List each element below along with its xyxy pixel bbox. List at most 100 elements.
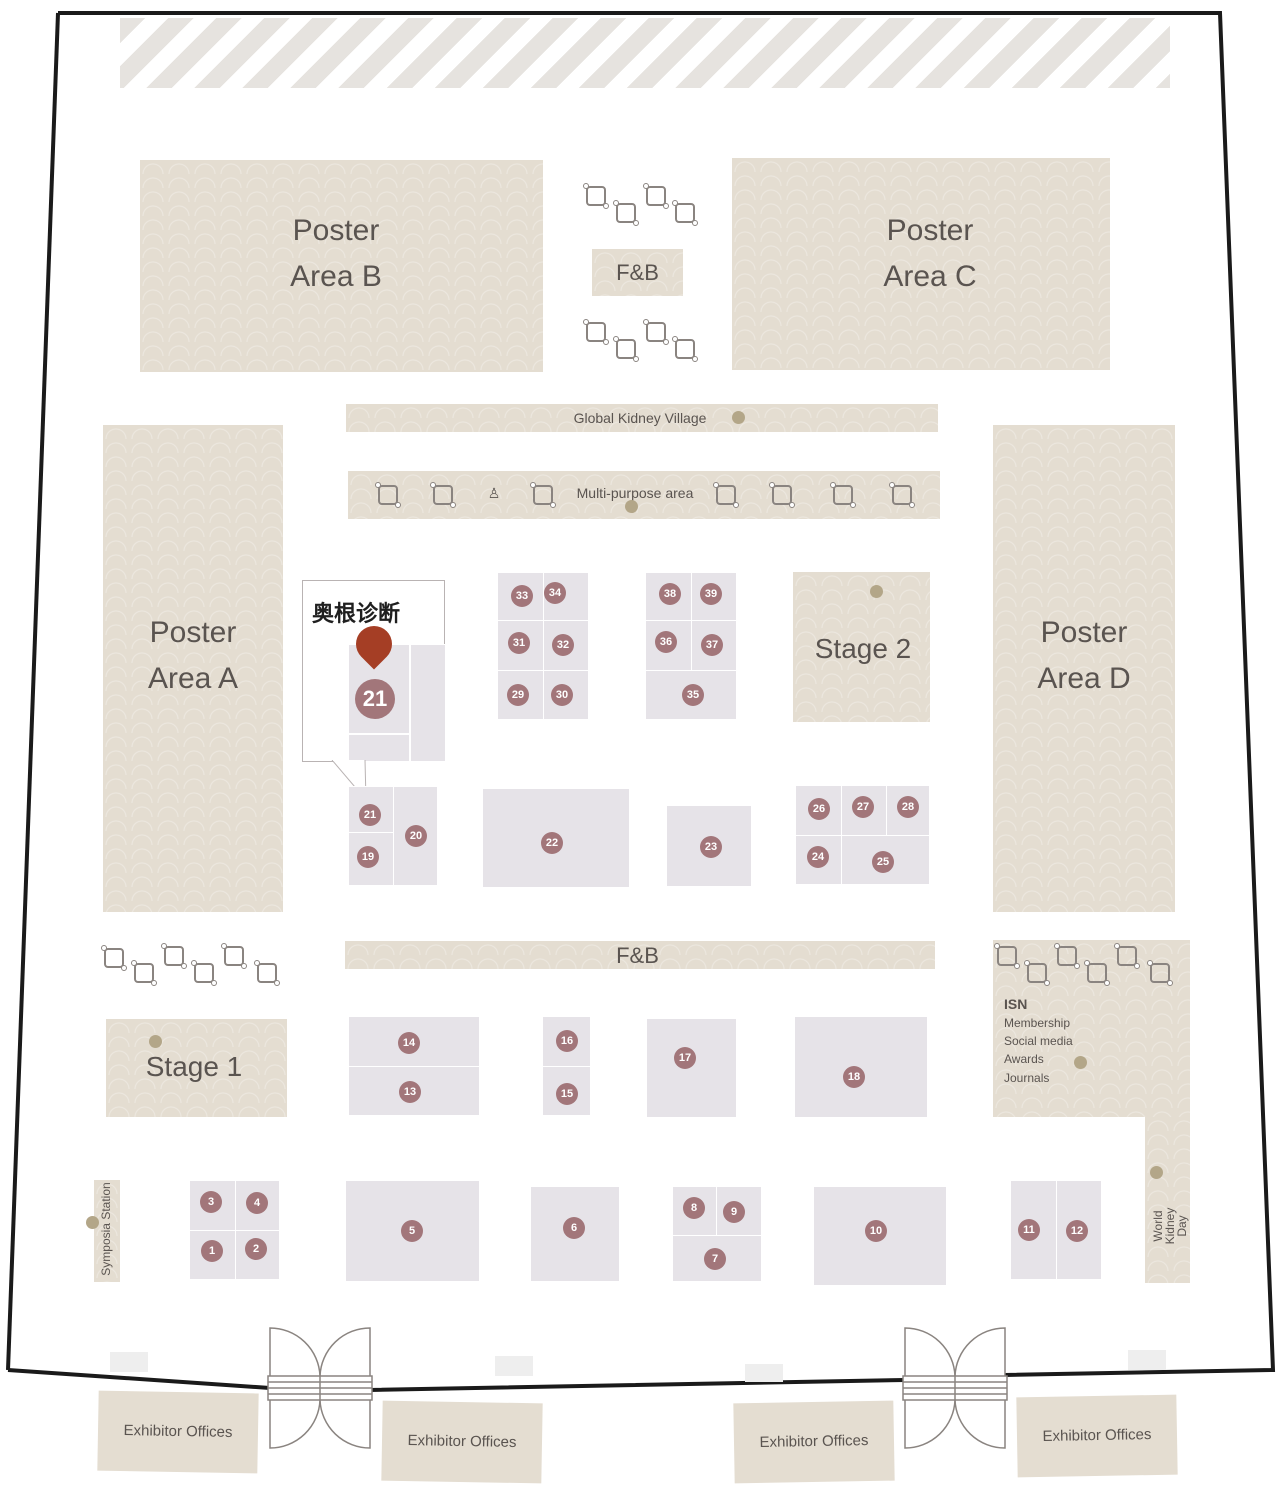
booth-number-2: 2 <box>245 1238 267 1260</box>
booth-number-22: 22 <box>541 832 563 854</box>
symposia-station-label: Symposia Station <box>99 1182 113 1276</box>
exhibitor-office-1[interactable]: Exhibitor Offices <box>97 1390 259 1474</box>
table-icon <box>221 943 247 969</box>
table-icon <box>672 200 698 226</box>
booth-number-34: 34 <box>544 582 566 604</box>
callout-booth-20 <box>410 644 446 762</box>
table-icon <box>643 183 669 209</box>
location-dot <box>1074 1056 1087 1069</box>
poster-area-a[interactable] <box>103 425 283 912</box>
poster-area-b[interactable] <box>140 160 543 372</box>
booth-number-38: 38 <box>659 583 681 605</box>
hatched-loading-area <box>120 18 1170 88</box>
booth-number-37: 37 <box>701 634 723 656</box>
fb-top-area[interactable] <box>592 249 683 296</box>
booth-number-5: 5 <box>401 1220 423 1242</box>
multi-purpose-area[interactable] <box>348 471 940 519</box>
table-icon <box>672 336 698 362</box>
table-icon <box>530 482 556 508</box>
booth-18[interactable] <box>794 1016 928 1118</box>
booth-number-26: 26 <box>808 798 830 820</box>
table-icon <box>191 960 217 986</box>
booth-number-19: 19 <box>357 846 379 868</box>
door-left <box>267 1327 373 1449</box>
booth-17[interactable] <box>646 1018 737 1118</box>
table-icon <box>889 482 915 508</box>
isn-area[interactable] <box>993 940 1190 1117</box>
booth-number-16: 16 <box>556 1030 578 1052</box>
table-icon <box>101 945 127 971</box>
fb-middle-label: F&B <box>616 943 659 968</box>
poster-area-c[interactable] <box>732 158 1110 370</box>
booth-number-12: 12 <box>1066 1220 1088 1242</box>
isn-line-social-media: Social media <box>1004 1034 1073 1048</box>
table-icon <box>1147 960 1173 986</box>
exhibitor-office-2[interactable]: Exhibitor Offices <box>381 1400 543 1484</box>
poster-area-b-label: Poster Area B <box>290 214 382 293</box>
global-kidney-village[interactable] <box>346 404 938 432</box>
fb-middle-area[interactable] <box>345 941 935 969</box>
booth-number-7: 7 <box>704 1248 726 1270</box>
booth-number-4: 4 <box>246 1192 268 1214</box>
table-icon <box>613 200 639 226</box>
booth-number-35: 35 <box>682 684 704 706</box>
table-icon <box>583 319 609 345</box>
table-icon <box>613 336 639 362</box>
location-dot <box>870 585 883 598</box>
location-dot <box>149 1035 162 1048</box>
table-icon <box>583 183 609 209</box>
table-icon <box>254 960 280 986</box>
table-icon <box>131 960 157 986</box>
world-kidney-day-area[interactable] <box>1145 1117 1190 1283</box>
booth-number-25: 25 <box>872 851 894 873</box>
table-icon <box>430 482 456 508</box>
booth-number-23: 23 <box>700 836 722 858</box>
booth-number-30: 30 <box>551 684 573 706</box>
poster-area-d-label: Poster Area D <box>1037 616 1131 695</box>
booth-number-39: 39 <box>700 583 722 605</box>
table-icon <box>161 943 187 969</box>
callout-booth-19 <box>348 734 410 762</box>
multi-purpose-area-label: Multi-purpose area <box>576 485 694 501</box>
location-dot <box>1150 1166 1163 1179</box>
location-dot <box>625 500 638 513</box>
stage-2[interactable] <box>793 572 930 722</box>
table-icon <box>713 482 739 508</box>
booth-number-21: 21 <box>359 804 381 826</box>
isn-line-journals: Journals <box>1004 1071 1050 1085</box>
global-kidney-village-label: Global Kidney Village <box>573 410 707 426</box>
table-icon <box>1114 943 1140 969</box>
world-kidney-day-label: World Kidney Day <box>1151 1207 1189 1245</box>
exhibitor-office-3[interactable]: Exhibitor Offices <box>733 1400 895 1484</box>
table-icon <box>1024 960 1050 986</box>
poster-area-a-label: Poster Area A <box>147 616 239 695</box>
exhibitor-office-4[interactable]: Exhibitor Offices <box>1016 1394 1178 1478</box>
booth-number-36: 36 <box>655 631 677 653</box>
fb-top-label: F&B <box>616 260 659 285</box>
booth-number-31: 31 <box>508 632 530 654</box>
poster-area-c-label: Poster Area C <box>883 214 977 293</box>
booth-number-1: 1 <box>201 1240 223 1262</box>
booth-number-24: 24 <box>807 846 829 868</box>
booth-number-9: 9 <box>723 1201 745 1223</box>
booth-number-10: 10 <box>865 1220 887 1242</box>
highlight-company-name: 奥根诊断 <box>312 601 401 626</box>
table-icon <box>1084 960 1110 986</box>
booth-number-13: 13 <box>399 1081 421 1103</box>
table-icon <box>1054 943 1080 969</box>
booth-number-18: 18 <box>843 1066 865 1088</box>
booth-number-11: 11 <box>1018 1219 1040 1241</box>
location-dot <box>732 411 745 424</box>
symposia-station[interactable] <box>94 1180 120 1282</box>
door-right <box>902 1327 1008 1449</box>
poster-area-d[interactable] <box>993 425 1175 912</box>
table-icon <box>643 319 669 345</box>
booth-number-8: 8 <box>683 1197 705 1219</box>
stage-1[interactable] <box>106 1019 287 1117</box>
stage-1-label: Stage 1 <box>145 1051 243 1082</box>
booth-number-17: 17 <box>674 1047 696 1069</box>
booth-number-6: 6 <box>563 1217 585 1239</box>
table-icon <box>994 943 1020 969</box>
booth-number-15: 15 <box>556 1083 578 1105</box>
table-icon <box>830 482 856 508</box>
